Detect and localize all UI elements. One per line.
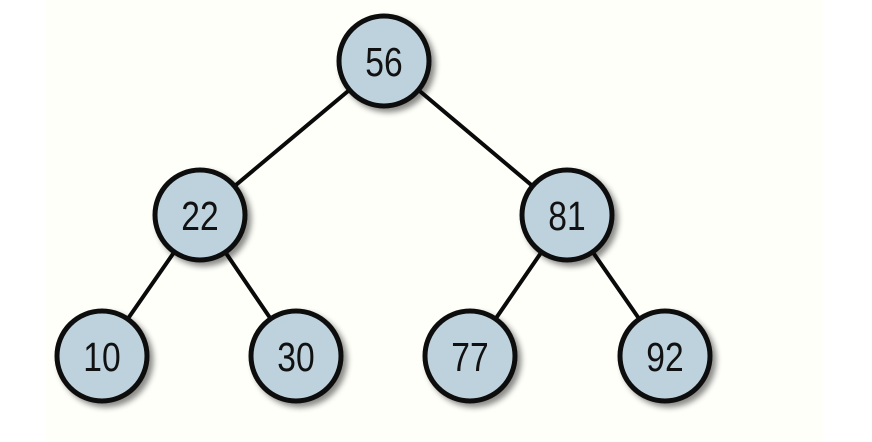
node-circle-92: [617, 308, 713, 404]
node-value-92: 92: [646, 334, 683, 380]
node-circle-81: [519, 167, 615, 263]
tree-node-77: 77: [422, 308, 518, 404]
tree-node-30: 30: [248, 308, 344, 404]
node-value-81: 81: [548, 193, 585, 239]
tree-node-10: 10: [54, 308, 150, 404]
tree-node-92: 92: [617, 308, 713, 404]
node-value-77: 77: [451, 334, 488, 380]
node-circle-22: [152, 167, 248, 263]
node-value-22: 22: [181, 193, 218, 239]
node-value-56: 56: [365, 39, 402, 85]
node-circle-77: [422, 308, 518, 404]
node-value-10: 10: [83, 334, 120, 380]
node-value-30: 30: [277, 334, 314, 380]
tree-node-22: 22: [152, 167, 248, 263]
node-circle-10: [54, 308, 150, 404]
tree-node-56: 56: [336, 13, 432, 109]
tree-node-81: 81: [519, 167, 615, 263]
node-circle-56: [336, 13, 432, 109]
node-circle-30: [248, 308, 344, 404]
